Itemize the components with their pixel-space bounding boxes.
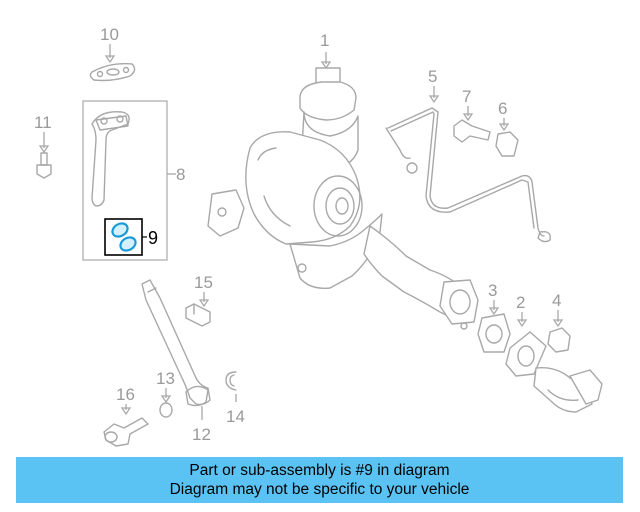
part-15-bolt [185,292,211,327]
callout-9: 9 [148,228,158,248]
part-6-nut [495,118,519,157]
part-13-washer [159,388,173,418]
callout-4: 4 [552,291,561,310]
callout-13: 13 [156,369,175,388]
part-11-bolt [36,132,52,179]
part-4-nut [547,310,571,353]
part-16-banjo-bolt [103,404,149,447]
callout-6: 6 [498,99,507,118]
part-3-gasket [477,300,511,353]
callout-14: 14 [226,407,245,426]
callout-8: 8 [176,165,185,184]
part-2-downpipe [505,312,603,413]
caption-line-2: Diagram may not be specific to your vehi… [169,481,470,498]
callout-12: 12 [192,425,211,444]
part-7-bolt [453,106,491,143]
part-8-oil-pipe-box [82,100,176,261]
callout-3: 3 [488,281,497,300]
part-1-turbocharger [207,52,479,330]
parts-diagram: 1 2 3 4 5 6 7 8 9 10 11 12 13 14 15 16 [34,25,603,447]
part-14-clip [225,371,237,402]
callout-5: 5 [428,67,437,86]
callout-1: 1 [320,31,329,50]
callout-11: 11 [34,113,52,132]
part-12-return-pipe [141,279,211,420]
caption-line-1: Part or sub-assembly is #9 in diagram [189,462,450,479]
callout-2: 2 [516,293,525,312]
callout-7: 7 [462,87,471,106]
callout-15: 15 [194,273,213,292]
callout-10: 10 [100,25,119,44]
part-10-gasket [89,44,136,82]
part-9-o-ring-kit [104,218,147,256]
callout-16: 16 [116,385,135,404]
caption-banner: Part or sub-assembly is #9 in diagram Di… [16,457,623,503]
part-5-line [385,86,551,243]
